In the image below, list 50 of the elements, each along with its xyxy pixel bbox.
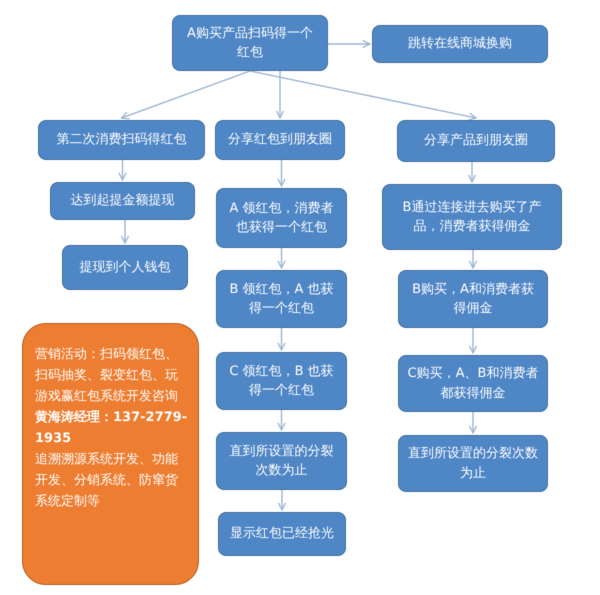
arrow [468,250,478,269]
arrow [277,328,286,351]
box-label: B购买，A和消费者获得佣金 [411,280,535,318]
note-text: 追溯溯源系统开发、功能开发、分销系统、防窜货系统定制等 [35,451,179,512]
box-label: 直到所设置的分裂次数为止 [407,445,539,482]
box-label: 分享红包到朋友圈 [228,131,332,150]
arrow [120,70,250,120]
process-box [62,245,188,290]
arrow [278,490,286,511]
arrow [118,160,127,181]
process-box [172,15,328,71]
process-box [218,512,346,556]
process-box [216,270,347,328]
box-label: A购买产品扫码得一个红包 [186,24,314,62]
arrow [277,248,286,269]
process-box [398,355,548,412]
box-label: 跳转在线商城换购 [408,35,512,54]
arrow [250,70,477,121]
box-label: 达到起提金额提现 [70,192,174,210]
box-label: C购买，A、B和消费者都获得佣金 [407,365,539,402]
arrow [276,71,284,119]
note-box [22,323,199,585]
box-label: A 领红包，消费者也获得一个红包 [228,200,335,237]
note-text: 营销活动：扫码领红包、扫码抽奖、裂变红包、玩游戏赢红包系统开发咨询黄海涛经理：137-2779-1935 [35,346,188,448]
arrow [277,160,286,187]
box-label: 直到所设置的分裂次数为止 [228,442,334,480]
process-box [216,188,347,248]
arrow [120,220,130,244]
box-label: 第二次消费扫码得红包 [56,131,186,150]
process-box [50,182,195,220]
box-label: 分享产品到朋友圈 [424,132,528,150]
process-box [215,120,345,160]
box-label: B 领红包，A 也获得一个红包 [228,280,335,318]
process-box [216,432,347,490]
process-box [372,25,548,63]
box-label: B通过连接进去购买了产品，消费者获得佣金 [402,198,542,236]
process-box [398,270,548,328]
process-box [397,120,555,162]
arrow [468,328,478,354]
process-box [398,435,548,492]
box-label: 显示红包已经抢光 [230,525,334,544]
process-box [382,184,562,250]
box-label: C 领红包，B 也获得一个红包 [228,362,335,400]
arrow [328,40,371,48]
box-label: 提现到个人钱包 [80,258,170,277]
arrow [277,410,286,431]
arrow [468,162,476,183]
process-box [38,120,205,160]
process-box [216,352,347,410]
arrow [468,412,478,434]
